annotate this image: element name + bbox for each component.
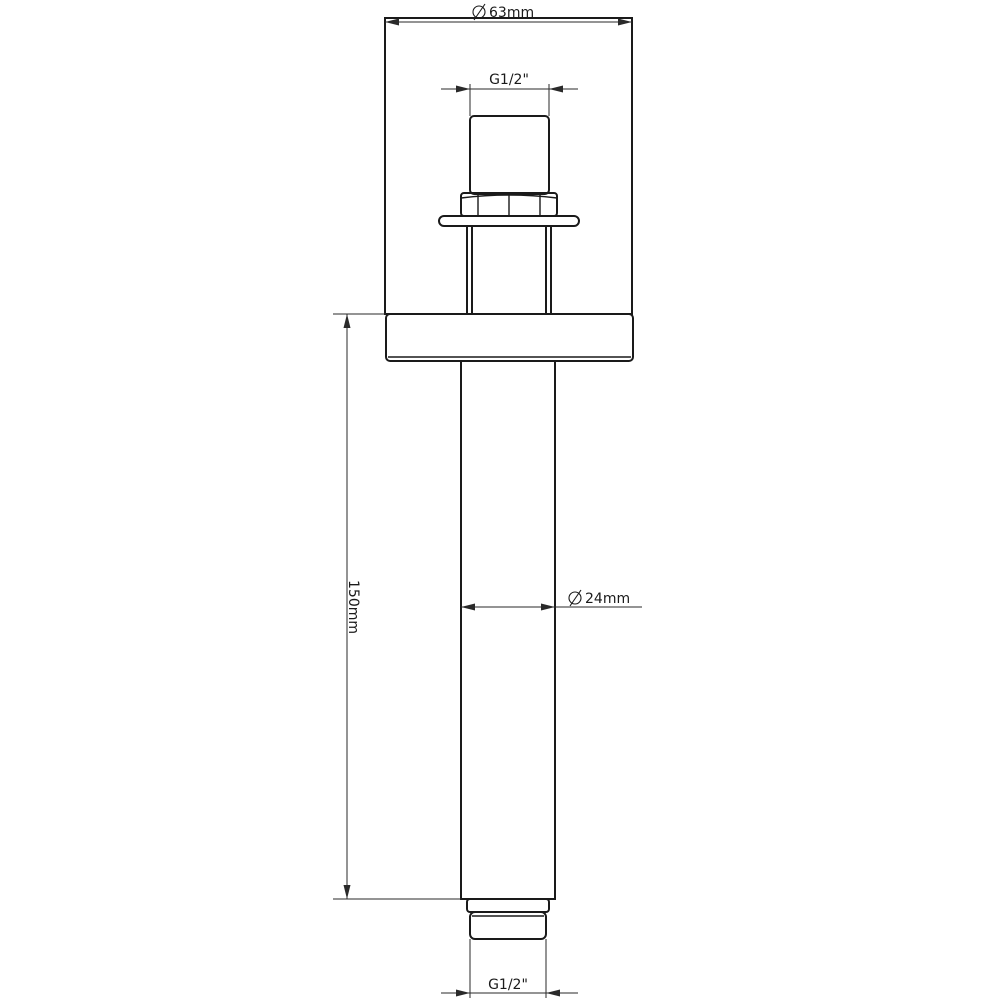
diameter-symbol-icon: [568, 589, 582, 607]
vertical-pipe: [460, 360, 556, 900]
mounting-plate-outline: [384, 17, 633, 315]
diameter-symbol-icon: [472, 3, 486, 21]
dimension-pipe-diameter: 24mm: [461, 589, 642, 611]
top-thread-label: G1/2": [489, 72, 529, 88]
cover-flange: [385, 313, 634, 362]
length-label: 150mm: [345, 580, 361, 634]
mount-diameter-label: 63mm: [489, 5, 534, 21]
dimension-mount-diameter: 63mm: [385, 3, 632, 26]
bottom-thread-outlet: [466, 898, 550, 940]
top-thread-connector: [469, 115, 550, 195]
washer: [438, 215, 580, 227]
dimension-bottom-thread: G1/2": [441, 939, 578, 998]
dimension-top-thread: G1/2": [441, 72, 578, 116]
dimension-length: 150mm: [333, 313, 461, 900]
hex-nut: [460, 192, 558, 217]
ceiling-arm-part: [384, 17, 634, 940]
pipe-diameter-label: 24mm: [585, 591, 630, 607]
mounting-stud: [466, 226, 552, 314]
bottom-thread-label: G1/2": [488, 977, 528, 993]
